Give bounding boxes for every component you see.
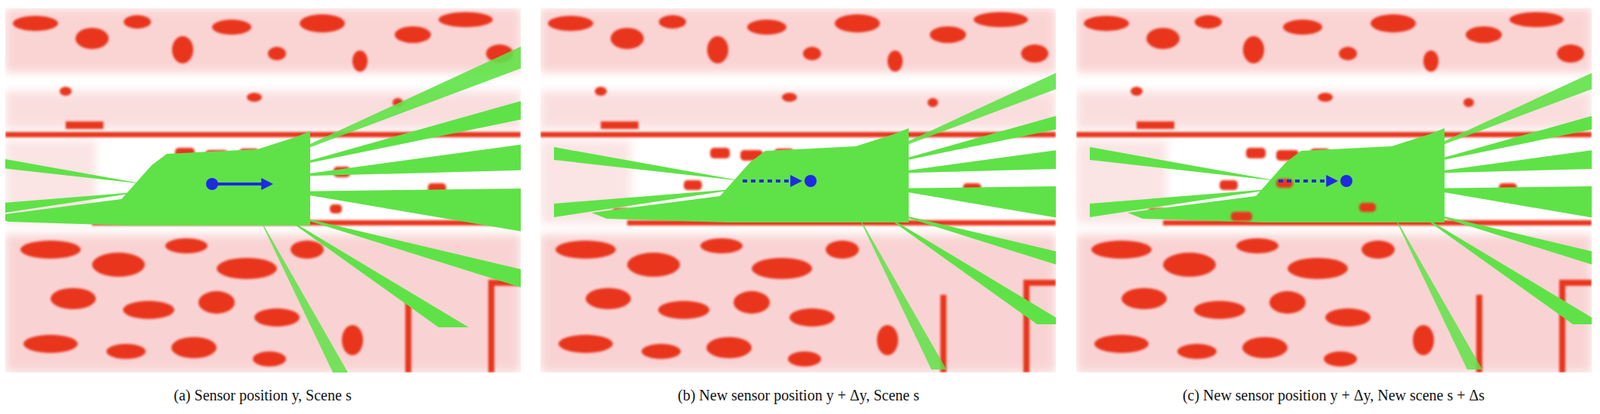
- panel-caption: (b) New sensor position y + Δy, Scene s: [677, 386, 920, 405]
- panel-caption: (c) New sensor position y + Δy, New scen…: [1182, 386, 1485, 405]
- panel-caption: (a) Sensor position y, Scene s: [173, 386, 351, 405]
